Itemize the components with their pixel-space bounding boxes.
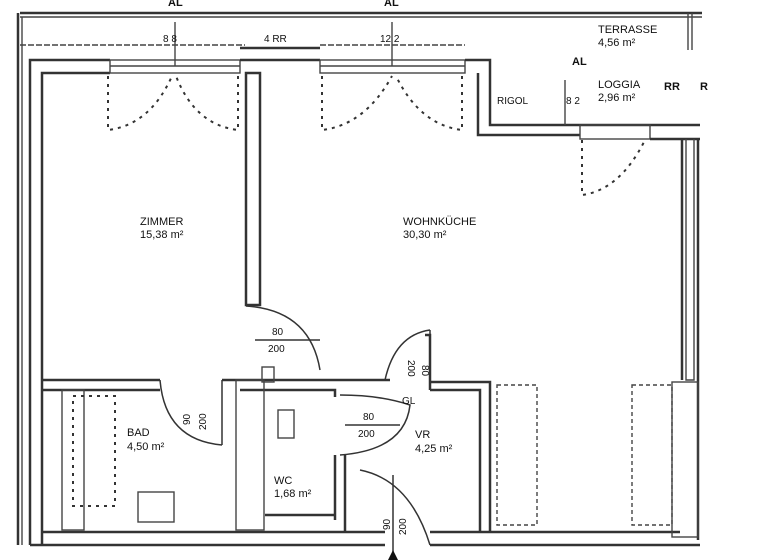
room-name: VR (415, 429, 430, 441)
al-label: AL (168, 0, 183, 9)
room-area: 30,30 m² (403, 229, 447, 241)
room-wc: WC 1,68 m² (274, 475, 312, 500)
washbasin (137, 491, 175, 523)
room-name: WOHNKÜCHE (403, 216, 476, 228)
room-loggia: LOGGIA 2,96 m² (598, 79, 641, 104)
room-area: 4,56 m² (598, 37, 636, 49)
fixtures (61, 384, 673, 531)
interior-walls (42, 71, 699, 538)
entrance-arrow-icon (388, 550, 398, 560)
room-zimmer: ZIMMER 15,38 m² (140, 216, 184, 241)
room-name: BAD (127, 427, 150, 439)
door-dimension: 90 200 (382, 518, 409, 535)
door-dimension: 80 200 (268, 327, 285, 355)
rigol-label: RIGOL (497, 96, 529, 107)
al-label: AL (572, 56, 587, 68)
room-area: 4,25 m² (415, 443, 453, 455)
window-label: 8 8 (163, 34, 177, 45)
terrace-boundary (16, 11, 702, 545)
door-width: 80 (363, 412, 375, 423)
kitchen-counter (496, 384, 538, 526)
door-height: 200 (358, 429, 375, 440)
room-name: WC (274, 475, 292, 487)
bathtub (72, 395, 116, 507)
room-area: 4,50 m² (127, 441, 165, 453)
room-vr: VR 4,25 m² (415, 429, 453, 455)
rr-label: RR (664, 81, 680, 93)
sill-label: 8 2 (566, 96, 580, 107)
door-width: 80 (272, 327, 284, 338)
door-width: 90 (382, 518, 393, 530)
doors (159, 305, 431, 560)
door-height: 200 (398, 518, 409, 535)
room-area: 15,38 m² (140, 229, 184, 241)
room-bad: BAD 4,50 m² (127, 427, 165, 453)
gl-label: GL (402, 396, 416, 407)
door-dimension: 200 80 (405, 360, 430, 377)
toilet (277, 409, 295, 439)
door-height: 200 (198, 413, 209, 430)
kitchen-counter (631, 384, 673, 526)
room-name: TERRASSE (598, 24, 657, 36)
door-height: 200 (268, 344, 285, 355)
door-dimension: 90 200 (182, 413, 209, 430)
al-label: AL (384, 0, 399, 9)
room-terrasse: TERRASSE 4,56 m² (598, 24, 657, 49)
rr-label: 4 RR (264, 34, 287, 45)
room-name: ZIMMER (140, 216, 183, 228)
r-label: R (700, 81, 708, 93)
room-area: 2,96 m² (598, 92, 636, 104)
door-width: 90 (182, 413, 193, 425)
room-name: LOGGIA (598, 79, 641, 91)
room-area: 1,68 m² (274, 488, 312, 500)
windows (107, 22, 646, 197)
door-width: 80 (419, 365, 430, 377)
room-wohnkueche: WOHNKÜCHE 30,30 m² (403, 216, 476, 241)
door-dimension: 80 200 (358, 412, 375, 440)
door-height: 200 (405, 360, 416, 377)
window-label: 12 2 (380, 34, 400, 45)
